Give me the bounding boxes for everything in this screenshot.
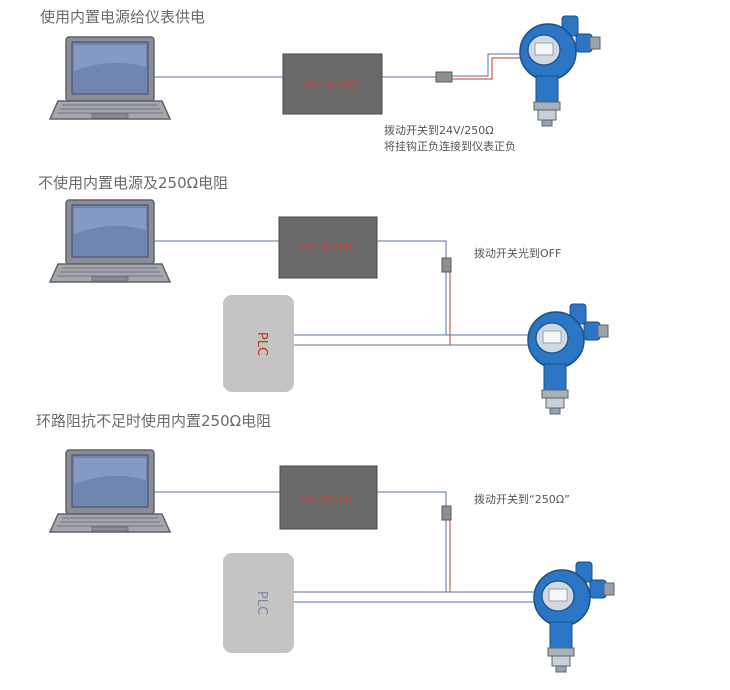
section-2: SM100-C(III) PLC xyxy=(49,199,609,415)
pressure-transmitter-icon xyxy=(527,303,609,415)
device-label: SM100-C(III) xyxy=(301,494,355,503)
device-label: SM100-C(III) xyxy=(301,243,355,252)
plc-box xyxy=(223,553,294,653)
laptop-icon xyxy=(49,36,171,120)
section-2-title: 不使用内置电源及250Ω电阻 xyxy=(38,174,229,192)
plc-box xyxy=(223,295,294,392)
section-1-note-1: 拨动开关到24V/250Ω xyxy=(384,124,494,137)
section-3-note-1: 拨动开关到“250Ω” xyxy=(474,493,570,506)
device-box xyxy=(282,53,383,115)
device-box xyxy=(278,216,378,279)
plc-label: PLC xyxy=(254,332,269,356)
pressure-transmitter-icon xyxy=(533,561,615,673)
device-box xyxy=(279,465,378,530)
laptop-icon xyxy=(49,199,171,283)
connector-icon xyxy=(435,71,453,83)
connector-icon xyxy=(441,257,452,273)
device-label: SM100-C(III) xyxy=(305,81,359,90)
laptop-icon xyxy=(49,449,171,533)
plc-label: PLC xyxy=(254,591,269,615)
section-2-note-1: 拨动开关光到OFF xyxy=(474,247,562,260)
pressure-transmitter-icon xyxy=(519,15,601,127)
section-3-title: 环路阻抗不足时使用内置250Ω电阻 xyxy=(36,412,272,430)
connector-icon xyxy=(441,505,452,521)
section-3: SM100-C(III) PLC xyxy=(49,449,615,673)
section-1-note-2: 将挂钩正负连接到仪表正负 xyxy=(384,140,516,153)
section-1: SM100-C(III) xyxy=(49,15,601,127)
section-1-title: 使用内置电源给仪表供电 xyxy=(40,8,206,26)
